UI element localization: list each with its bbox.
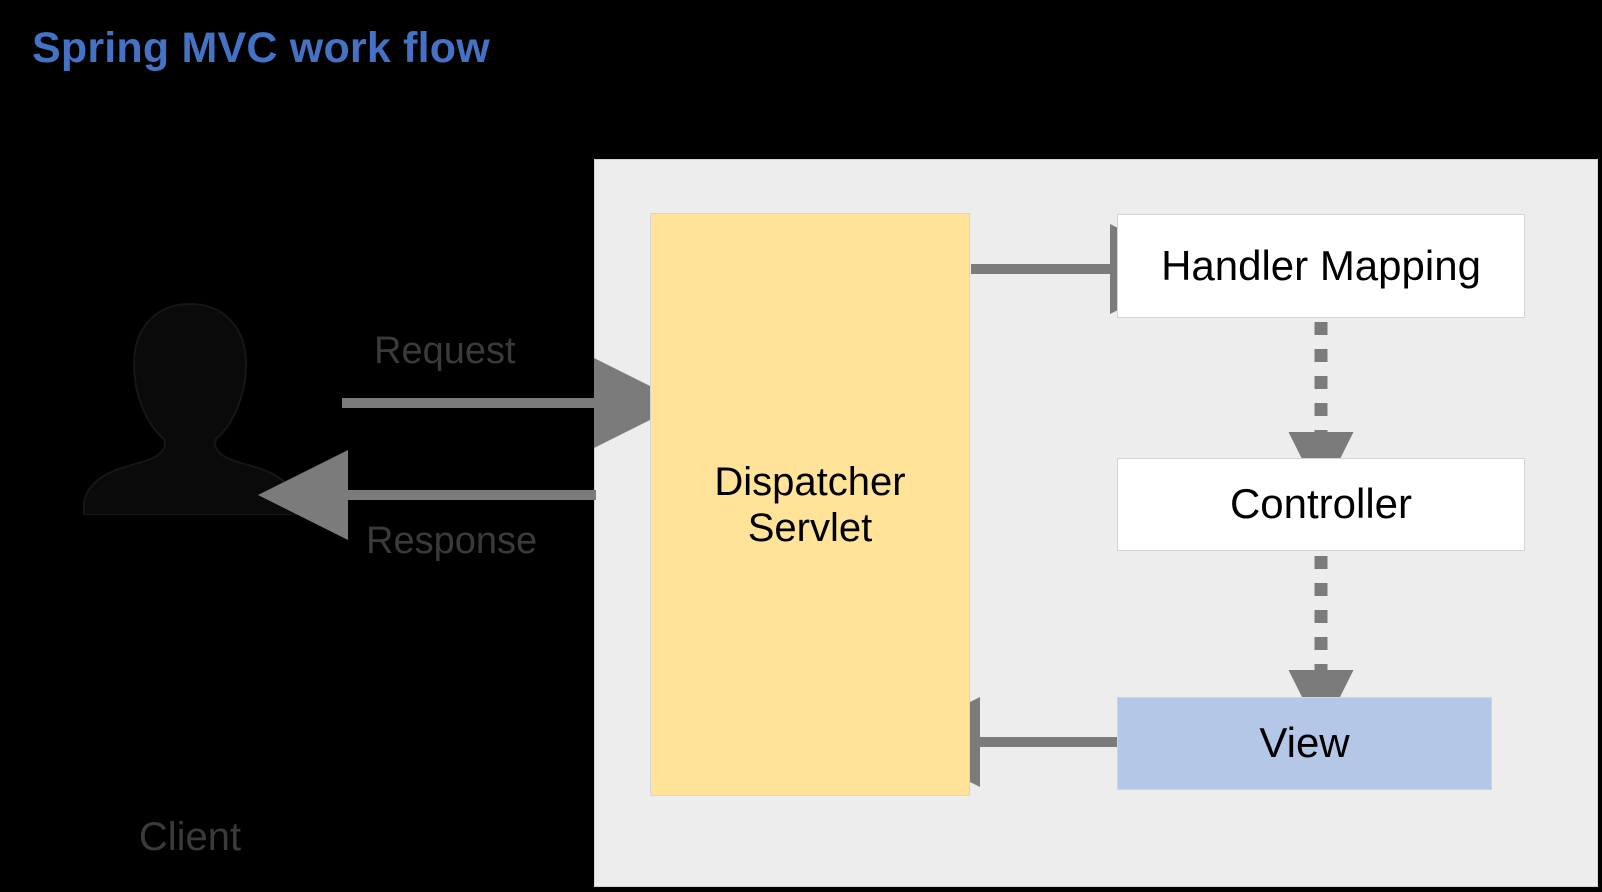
page-title: Spring MVC work flow	[32, 24, 490, 72]
client-actor: Client	[60, 290, 320, 859]
node-handler-mapping[interactable]: Handler Mapping	[1117, 214, 1525, 318]
node-controller[interactable]: Controller	[1117, 458, 1525, 551]
client-label: Client	[138, 815, 242, 859]
person-icon	[83, 302, 297, 515]
node-handler-mapping-label: Handler Mapping	[1161, 241, 1481, 289]
response-label: Response	[366, 520, 538, 562]
node-controller-label: Controller	[1229, 480, 1413, 528]
node-view-label: View	[1259, 719, 1350, 767]
request-label: Request	[374, 330, 516, 372]
node-view[interactable]: View	[1117, 697, 1492, 790]
